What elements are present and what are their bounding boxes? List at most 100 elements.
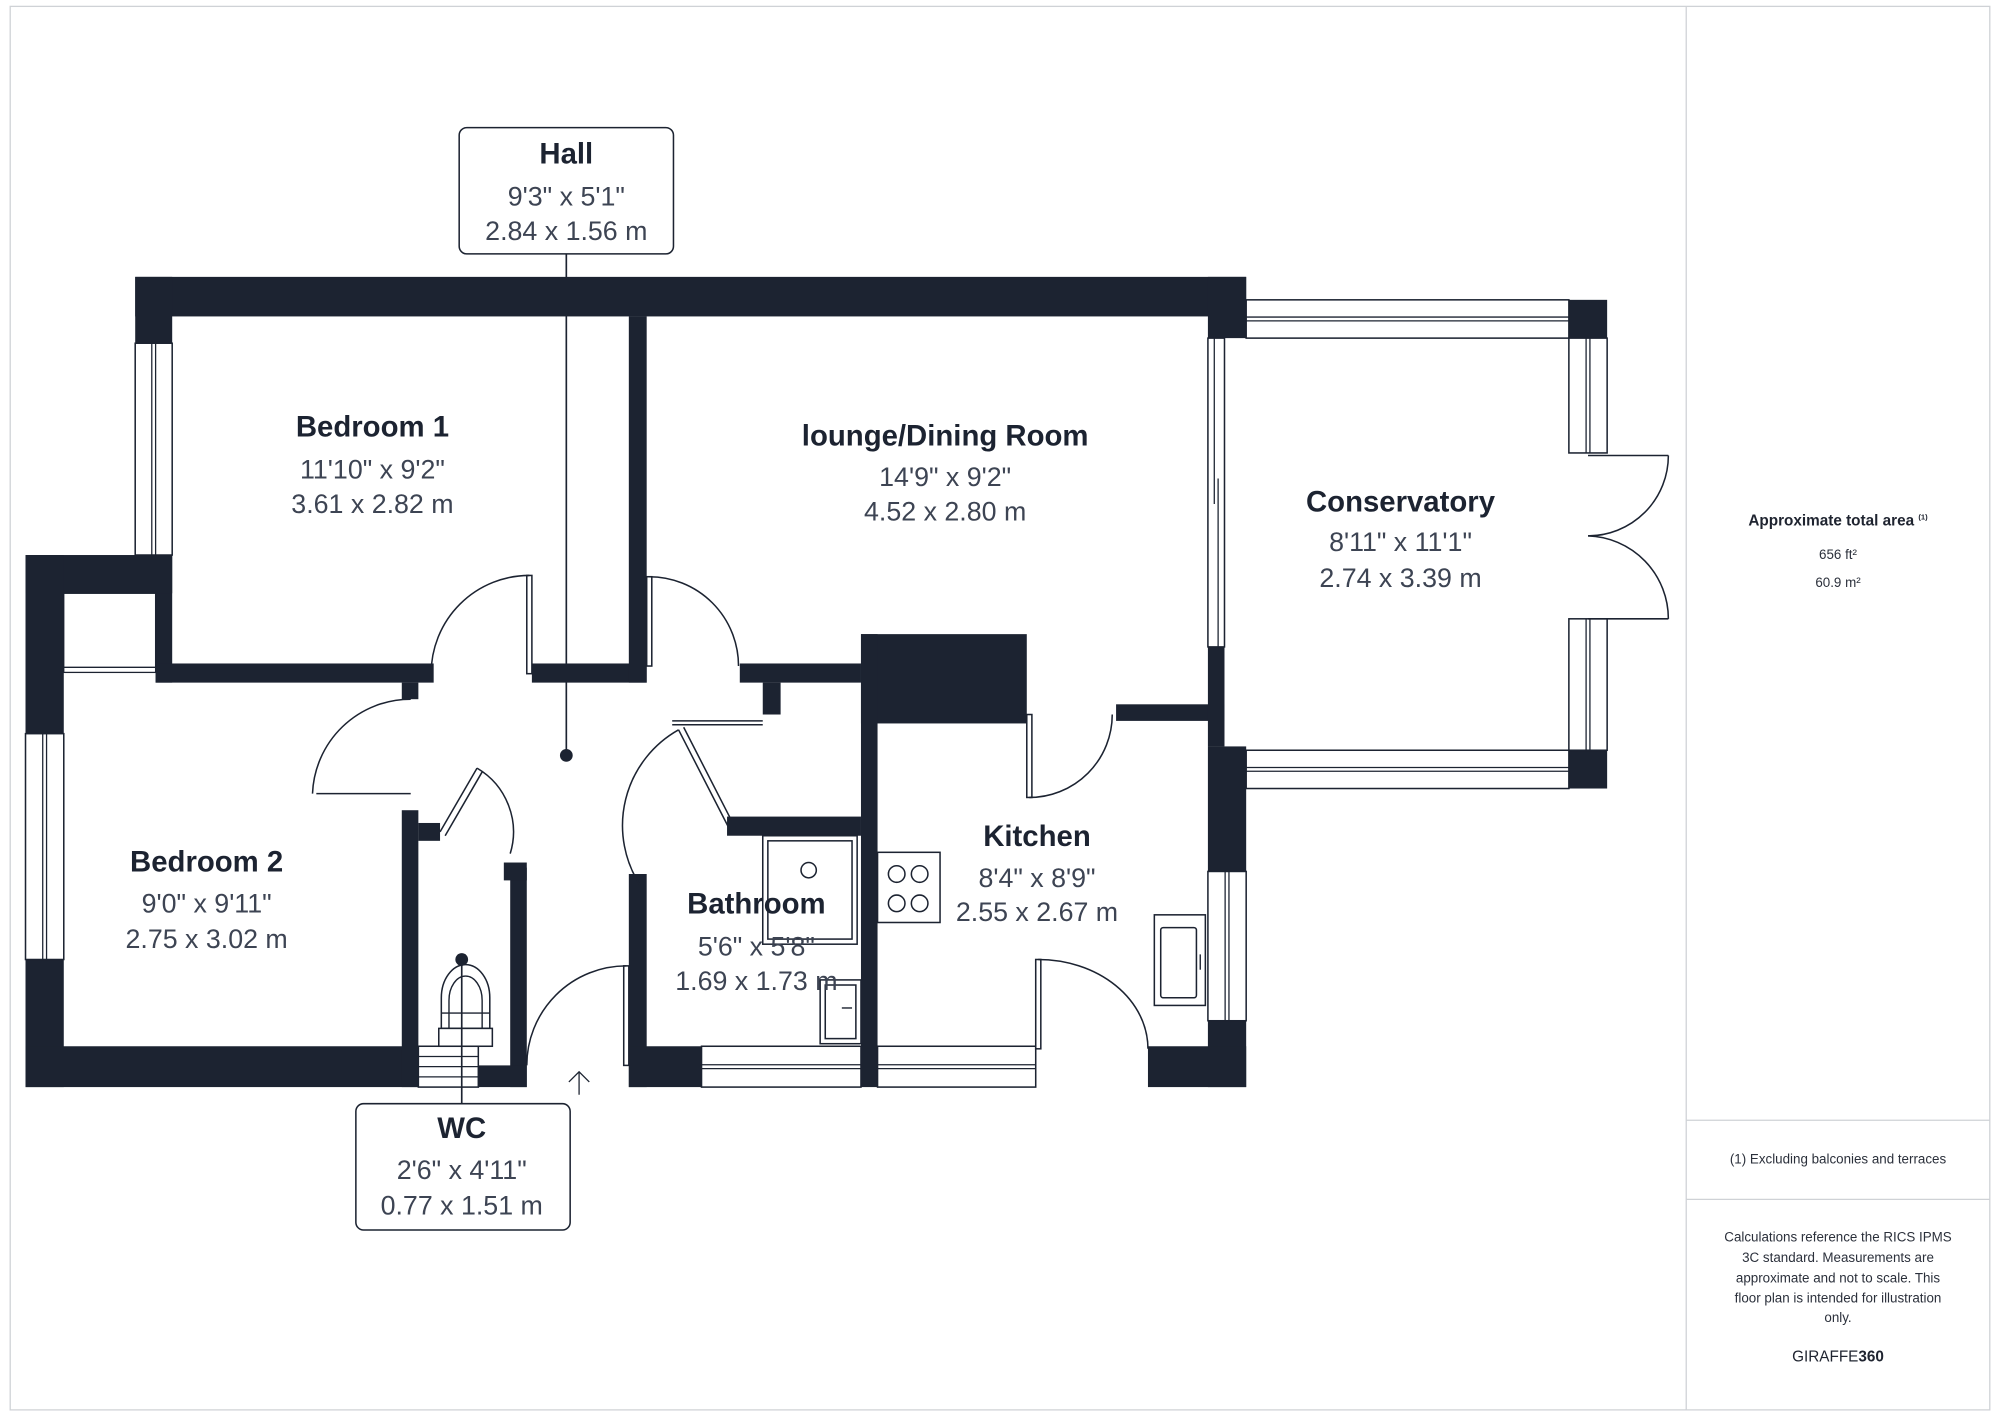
wall-bottom-wc bbox=[478, 1065, 527, 1088]
window-bedroom1 bbox=[134, 342, 173, 556]
wall-conservatory-corner-top bbox=[1568, 299, 1608, 339]
wall-lounge-right-top bbox=[1207, 276, 1247, 339]
room-labels: Hall 9'3" x 5'1" 2.84 x 1.56 m Bedroom 1… bbox=[126, 137, 1496, 1220]
window-wc bbox=[417, 1045, 480, 1088]
door-bathroom bbox=[621, 720, 763, 886]
disclaimer-line: floor plan is intended for illustration bbox=[1735, 1291, 1942, 1306]
room-metric: 2.84 x 1.56 m bbox=[485, 216, 647, 246]
room-name: Bedroom 2 bbox=[130, 845, 283, 878]
wall-bedroom1-lounge bbox=[628, 316, 647, 683]
room-label-bedroom2: Bedroom 2 9'0" x 9'11" 2.75 x 3.02 m bbox=[126, 845, 288, 954]
french-doors-conservatory bbox=[1587, 454, 1670, 620]
wall-bathroom-kitchen bbox=[860, 634, 878, 1088]
wc-marker bbox=[455, 953, 469, 1104]
sink-icon bbox=[1153, 914, 1207, 1007]
hob-icon bbox=[876, 851, 941, 924]
total-area-label: Approximate total area bbox=[1748, 513, 1914, 530]
room-name: Bedroom 1 bbox=[296, 410, 449, 443]
wall-wc-left bbox=[401, 810, 419, 1088]
room-name: Conservatory bbox=[1306, 486, 1496, 519]
wall-hall-stub bbox=[401, 682, 419, 700]
brand-logo: GIRAFFE360 bbox=[1792, 1348, 1884, 1365]
window-conservatory-right-lower bbox=[1568, 618, 1608, 752]
total-area-title: Approximate total area (1) bbox=[1748, 512, 1928, 529]
brand-suffix: 360 bbox=[1858, 1348, 1884, 1365]
room-imperial: 9'3" x 5'1" bbox=[508, 181, 625, 211]
wall-bottom-right bbox=[1147, 1046, 1247, 1088]
wall-bathroom-top bbox=[727, 816, 861, 836]
room-imperial: 14'9" x 9'2" bbox=[879, 462, 1011, 492]
room-name: Hall bbox=[539, 137, 593, 170]
window-conservatory-top bbox=[1245, 299, 1570, 339]
hall-marker-dot bbox=[559, 748, 573, 762]
wall-wc-right bbox=[510, 867, 527, 1088]
room-imperial: 2'6" x 4'11" bbox=[397, 1155, 527, 1185]
wc-marker-dot bbox=[455, 953, 469, 966]
window-conservatory-bottom bbox=[1245, 749, 1570, 790]
room-name: Bathroom bbox=[687, 888, 825, 921]
room-name: Kitchen bbox=[983, 820, 1091, 853]
wall-bathroom-stub bbox=[762, 682, 781, 715]
door-bedroom1 bbox=[430, 574, 533, 675]
door-front bbox=[526, 965, 630, 1067]
walls bbox=[25, 276, 1608, 1088]
room-imperial: 8'11" x 11'1" bbox=[1329, 527, 1472, 557]
shower-tray-icon bbox=[761, 834, 858, 945]
wall-bathroom-left bbox=[628, 874, 647, 1088]
wall-kitchen-right-upper bbox=[1207, 746, 1247, 872]
room-name: lounge/Dining Room bbox=[802, 419, 1089, 452]
room-metric: 0.77 x 1.51 m bbox=[381, 1191, 543, 1221]
wall-bedroom1-left bbox=[135, 276, 173, 344]
wall-conservatory-corner-bottom bbox=[1568, 750, 1608, 789]
room-label-kitchen: Kitchen 8'4" x 8'9" 2.55 x 2.67 m bbox=[956, 820, 1118, 927]
basin-icon bbox=[819, 979, 862, 1045]
footnote: (1) Excluding balconies and terraces bbox=[1730, 1152, 1947, 1167]
windows bbox=[24, 299, 1608, 1088]
window-kitchen-rear bbox=[876, 1045, 1037, 1088]
room-imperial: 9'0" x 9'11" bbox=[142, 888, 272, 918]
disclaimer-line: only. bbox=[1824, 1310, 1851, 1325]
room-label-hall: Hall 9'3" x 5'1" 2.84 x 1.56 m bbox=[485, 137, 647, 246]
brand-prefix: GIRAFFE bbox=[1792, 1348, 1858, 1365]
toilet-icon bbox=[438, 963, 494, 1048]
room-label-wc: WC 2'6" x 4'11" 0.77 x 1.51 m bbox=[381, 1112, 543, 1221]
wall-bottom-left bbox=[25, 1046, 419, 1088]
total-area-note-marker: (1) bbox=[1918, 512, 1928, 521]
room-metric: 2.75 x 3.02 m bbox=[126, 924, 288, 954]
room-label-lounge: lounge/Dining Room 14'9" x 9'2" 4.52 x 2… bbox=[802, 419, 1089, 526]
room-name: WC bbox=[437, 1112, 486, 1145]
window-bathroom bbox=[700, 1045, 862, 1088]
room-label-bathroom: Bathroom 5'6" x 5'8" 1.69 x 1.73 m bbox=[675, 888, 837, 997]
room-label-bedroom1: Bedroom 1 11'10" x 9'2" 3.61 x 2.82 m bbox=[291, 410, 453, 519]
total-area-m2: 60.9 m² bbox=[1815, 575, 1861, 590]
wall-bedroom2-left-upper bbox=[25, 555, 64, 734]
door-kitchen-internal bbox=[1026, 713, 1114, 799]
door-wc bbox=[439, 767, 515, 854]
room-imperial: 5'6" x 5'8" bbox=[698, 932, 815, 962]
wardrobe bbox=[63, 592, 157, 674]
total-area-ft2: 656 ft² bbox=[1819, 547, 1857, 562]
window-kitchen-side bbox=[1207, 870, 1247, 1022]
info-panel: Approximate total area (1) 656 ft² 60.9 … bbox=[1724, 512, 1952, 1365]
disclaimer-line: 3C standard. Measurements are bbox=[1742, 1250, 1934, 1265]
wall-wc-right-stub bbox=[503, 862, 527, 881]
wall-top bbox=[135, 276, 1247, 317]
doors bbox=[311, 454, 1670, 1067]
room-metric: 2.55 x 2.67 m bbox=[956, 897, 1118, 927]
wall-wc-door-stub bbox=[418, 822, 441, 841]
room-metric: 2.74 x 3.39 m bbox=[1319, 563, 1481, 593]
sliding-door-lounge-conservatory bbox=[1207, 337, 1226, 648]
room-metric: 1.69 x 1.73 m bbox=[675, 966, 837, 996]
wall-kitchen-top bbox=[1116, 704, 1225, 721]
wc-label-box bbox=[355, 1102, 571, 1231]
chimney-breast bbox=[860, 634, 1027, 724]
room-imperial: 8'4" x 8'9" bbox=[978, 863, 1095, 893]
door-kitchen-rear bbox=[1034, 958, 1149, 1050]
wall-lounge-right-lower bbox=[1207, 646, 1225, 747]
room-metric: 4.52 x 2.80 m bbox=[864, 497, 1026, 527]
disclaimer-line: Calculations reference the RICS IPMS bbox=[1724, 1229, 1952, 1244]
room-label-conservatory: Conservatory 8'11" x 11'1" 2.74 x 3.39 m bbox=[1306, 486, 1496, 593]
room-imperial: 11'10" x 9'2" bbox=[300, 454, 445, 484]
fixtures bbox=[438, 834, 1207, 1048]
